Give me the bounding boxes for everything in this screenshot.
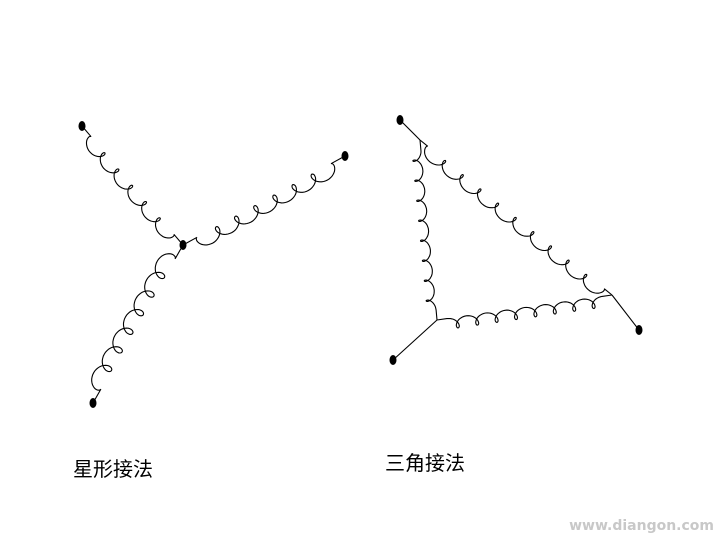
lead-wire: [392, 319, 438, 361]
star-winding-b: [182, 155, 346, 246]
terminal-dot: [396, 115, 404, 125]
delta-connection-label: 三角接法: [385, 451, 465, 475]
delta-connection-diagram: [389, 115, 643, 365]
neutral-point-dot: [179, 240, 187, 250]
star-winding-a: [81, 125, 184, 246]
delta-winding-a: [419, 139, 613, 296]
terminal-dot: [341, 151, 349, 161]
star-connection-label: 星形接法: [73, 457, 153, 481]
terminal-dot: [635, 325, 643, 335]
star-connection-diagram: [78, 121, 349, 408]
star-winding-c: [91, 244, 184, 404]
lead-wire: [399, 119, 421, 141]
terminal-dot: [389, 355, 397, 365]
terminal-dot: [89, 398, 97, 408]
terminal-dot: [78, 121, 86, 131]
watermark: www.diangon.com: [569, 518, 714, 534]
delta-winding-c: [412, 139, 438, 321]
lead-wire: [611, 294, 640, 331]
delta-winding-b: [436, 294, 613, 329]
